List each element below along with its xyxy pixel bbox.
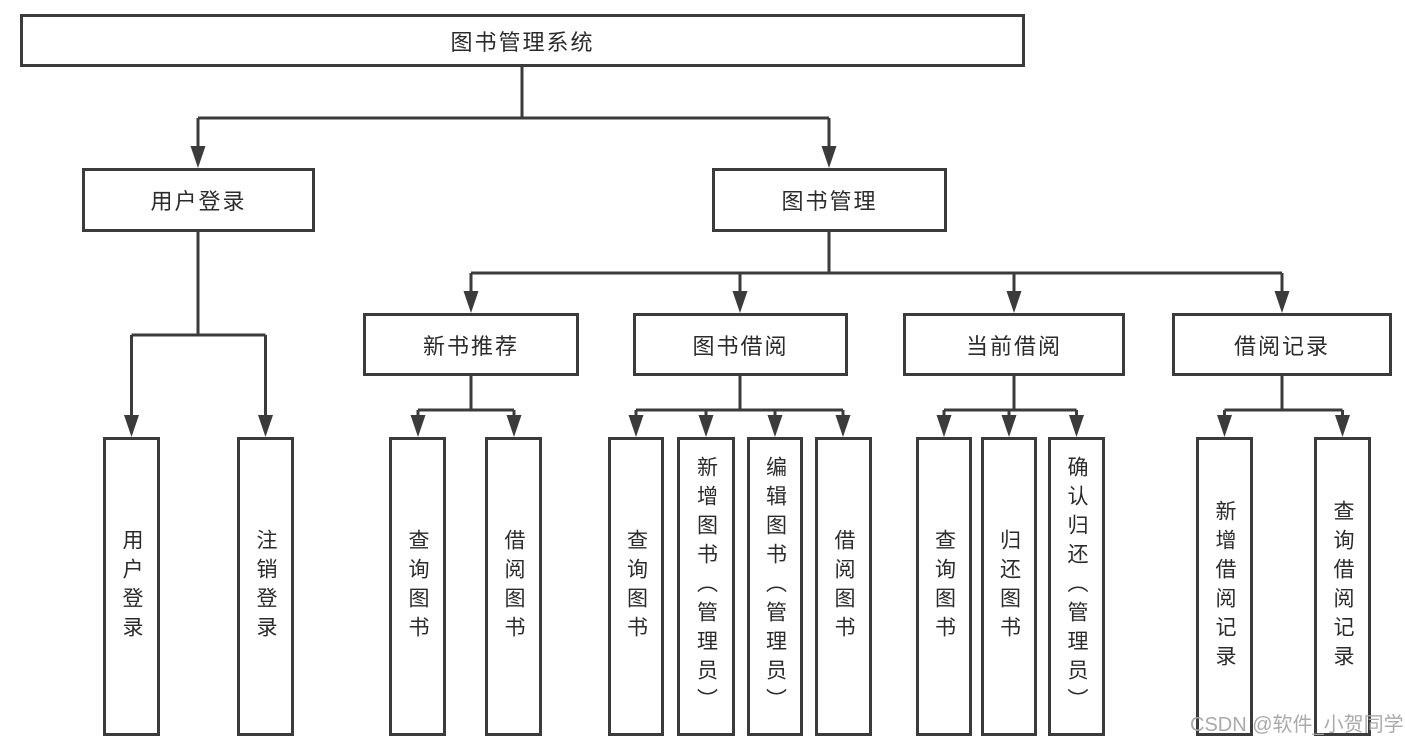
leaf-return-book: 归还图书 (981, 437, 1037, 736)
leaf-add-borrow-record: 新增借阅记录 (1196, 437, 1253, 736)
leaf-user-login: 用户登录 (103, 437, 160, 736)
node-borrowing-records: 借阅记录 (1172, 313, 1392, 376)
arrowhead-leaf-query-record (1335, 415, 1350, 437)
arrowhead-borrow-records (1274, 291, 1290, 313)
arrowhead-leaf-edit-book (767, 415, 783, 437)
node-user-login: 用户登录 (82, 168, 315, 232)
node-label: 借阅记录 (1233, 333, 1330, 359)
node-label: 新书推荐 (422, 333, 519, 359)
node-label: 新增图书（管理员） (694, 456, 718, 717)
arrowhead-leaf-query-book-3 (936, 415, 952, 437)
node-new-book-recommendation: 新书推荐 (363, 313, 579, 376)
leaf-query-books-2: 查询图书 (608, 437, 664, 736)
node-label: 用户登录 (150, 189, 247, 214)
node-label: 确认归还（管理员） (1065, 456, 1088, 717)
arrowhead-new-book-rec (463, 291, 479, 313)
arrowhead-leaf-logout (258, 415, 273, 437)
node-label: 图书管理系统 (450, 29, 595, 55)
node-book-management: 图书管理 (712, 168, 947, 232)
node-label: 用户登录 (120, 528, 143, 645)
arrowhead-leaf-confirm-return (1069, 415, 1084, 437)
arrowhead-leaf-return-book (1001, 415, 1017, 437)
node-label: 新增借阅记录 (1213, 499, 1236, 674)
node-label: 图书管理 (781, 189, 878, 214)
leaf-borrow-books-2: 借阅图书 (815, 437, 872, 736)
arrowhead-leaf-borrow-book-2 (835, 415, 851, 437)
leaf-edit-book-admin: 编辑图书（管理员） (747, 437, 803, 736)
arrowhead-leaf-add-record (1217, 415, 1232, 437)
arrowhead-user-login (190, 146, 206, 168)
node-label: 编辑图书（管理员） (763, 456, 787, 717)
csdn-watermark: CSDN @软件_小贺同学 (1190, 714, 1404, 736)
node-label: 查询图书 (406, 528, 429, 645)
leaf-logout: 注销登录 (237, 437, 294, 736)
leaf-confirm-return-admin: 确认归还（管理员） (1048, 437, 1105, 736)
arrowhead-leaf-user-login (124, 415, 139, 437)
node-label: 图书借阅 (692, 333, 789, 359)
node-label: 查询图书 (624, 528, 648, 645)
node-book-borrowing: 图书借阅 (633, 313, 848, 376)
leaf-query-books-1: 查询图书 (389, 437, 446, 736)
leaf-query-books-3: 查询图书 (916, 437, 972, 736)
arrowhead-leaf-borrow-book-1 (506, 415, 522, 437)
node-label: 当前借阅 (965, 333, 1062, 359)
arrowhead-leaf-query-book-2 (628, 415, 644, 437)
node-label: 查询借阅记录 (1331, 499, 1354, 674)
arrowhead-leaf-query-book-1 (410, 415, 426, 437)
node-label: 借阅图书 (832, 528, 855, 645)
node-label: 查询图书 (932, 528, 956, 645)
arrowhead-book-borrow (732, 291, 748, 313)
node-label: 借阅图书 (502, 528, 525, 645)
node-label: 注销登录 (254, 528, 277, 645)
node-root-library-system: 图书管理系统 (20, 14, 1025, 67)
leaf-add-book-admin: 新增图书（管理员） (677, 437, 735, 736)
node-label: 归还图书 (997, 528, 1021, 645)
arrowhead-book-mgmt (821, 146, 837, 168)
leaf-query-borrow-record: 查询借阅记录 (1314, 437, 1371, 736)
node-current-borrowing: 当前借阅 (903, 313, 1125, 376)
arrowhead-leaf-add-book (698, 415, 714, 437)
leaf-borrow-books-1: 借阅图书 (485, 437, 542, 736)
arrowhead-current-borrow (1006, 291, 1022, 313)
